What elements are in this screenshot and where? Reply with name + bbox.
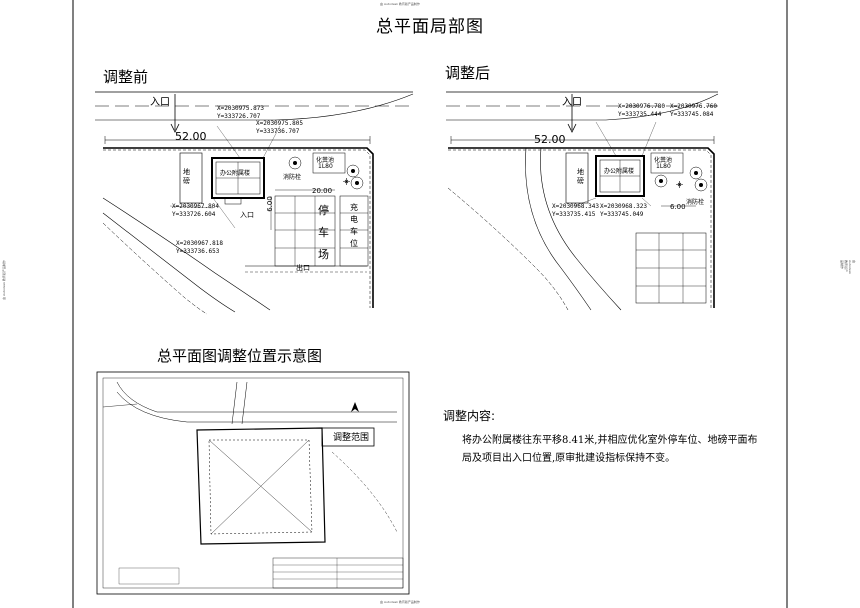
overview-plan (96, 371, 410, 595)
before-coord-8: Y=333736.653 (176, 248, 220, 255)
before-scale-label: 地磅 (183, 168, 190, 185)
after-coord-5: X=2030968.343 (552, 203, 599, 210)
bottom-stamp: 由 Autodesk 教育版产品制作 (380, 600, 420, 604)
sheet-title: 总平面局部图 (376, 17, 484, 37)
after-septic-size: 1L80 (656, 163, 671, 170)
top-stamp: 由 Autodesk 教育版产品制作 (380, 2, 420, 6)
before-charging-label: 充电车位 (350, 203, 358, 248)
after-hydrant-label: 消防栓 (686, 199, 705, 206)
after-coord-6: X=2030968.323 (600, 203, 647, 210)
before-entrance-label: 入口 (150, 97, 170, 108)
before-coord-3: X=2030975.805 (256, 120, 303, 127)
note-body: 将办公附属楼往东平移8.41米,并相应优化室外停车位、地磅平面布局及项目出入口位… (462, 435, 758, 464)
after-coord-2: X=2030976.760 (670, 103, 717, 110)
before-label: 调整前 (103, 68, 149, 86)
before-coord-7: X=2030967.818 (176, 240, 223, 247)
before-dim-parking: 20.00 (312, 187, 333, 195)
before-dim-width: 52.00 (175, 130, 207, 143)
after-dim-width: 52.00 (534, 133, 566, 146)
after-plan (446, 91, 719, 311)
after-scale-label: 地磅 (577, 168, 584, 185)
after-label: 调整后 (445, 64, 491, 82)
after-dim-side: 6.00 (670, 203, 686, 211)
before-exit-label: 出口 (296, 264, 310, 272)
before-coord-4: Y=333736.707 (256, 128, 300, 135)
after-coord-1: X=2030976.780 (618, 103, 665, 110)
after-coord-8: Y=333745.049 (600, 211, 644, 218)
after-entrance-label: 入口 (562, 97, 582, 108)
note-title: 调整内容: (443, 409, 496, 423)
before-dim-side: 6.00 (265, 196, 274, 212)
before-building-label: 办公附属楼 (220, 170, 251, 177)
before-coord-5: X=2030967.804 (172, 203, 219, 210)
overview-label: 总平面图调整位置示意图 (157, 347, 323, 365)
after-coord-3: Y=333735.444 (618, 111, 662, 118)
before-plan (95, 91, 414, 315)
before-entry2-label: 入口 (240, 211, 254, 219)
after-coord-4: Y=333745.084 (670, 111, 714, 118)
before-parking-label: 停车场 (318, 204, 329, 261)
before-coord-2: Y=333726.707 (217, 113, 261, 120)
before-septic-size: 1L80 (318, 163, 333, 170)
after-building-label: 办公附属楼 (604, 168, 635, 175)
after-septic-label: 化粪池 (654, 157, 673, 164)
before-coord-6: Y=333726.604 (172, 211, 216, 218)
before-coord-1: X=2030975.873 (217, 105, 264, 112)
after-coord-7: Y=333735.415 (552, 211, 596, 218)
overview-region-label: 调整范围 (333, 433, 370, 443)
before-hydrant-label: 消防栓 (283, 174, 302, 181)
before-septic-label: 化粪池 (316, 157, 335, 164)
